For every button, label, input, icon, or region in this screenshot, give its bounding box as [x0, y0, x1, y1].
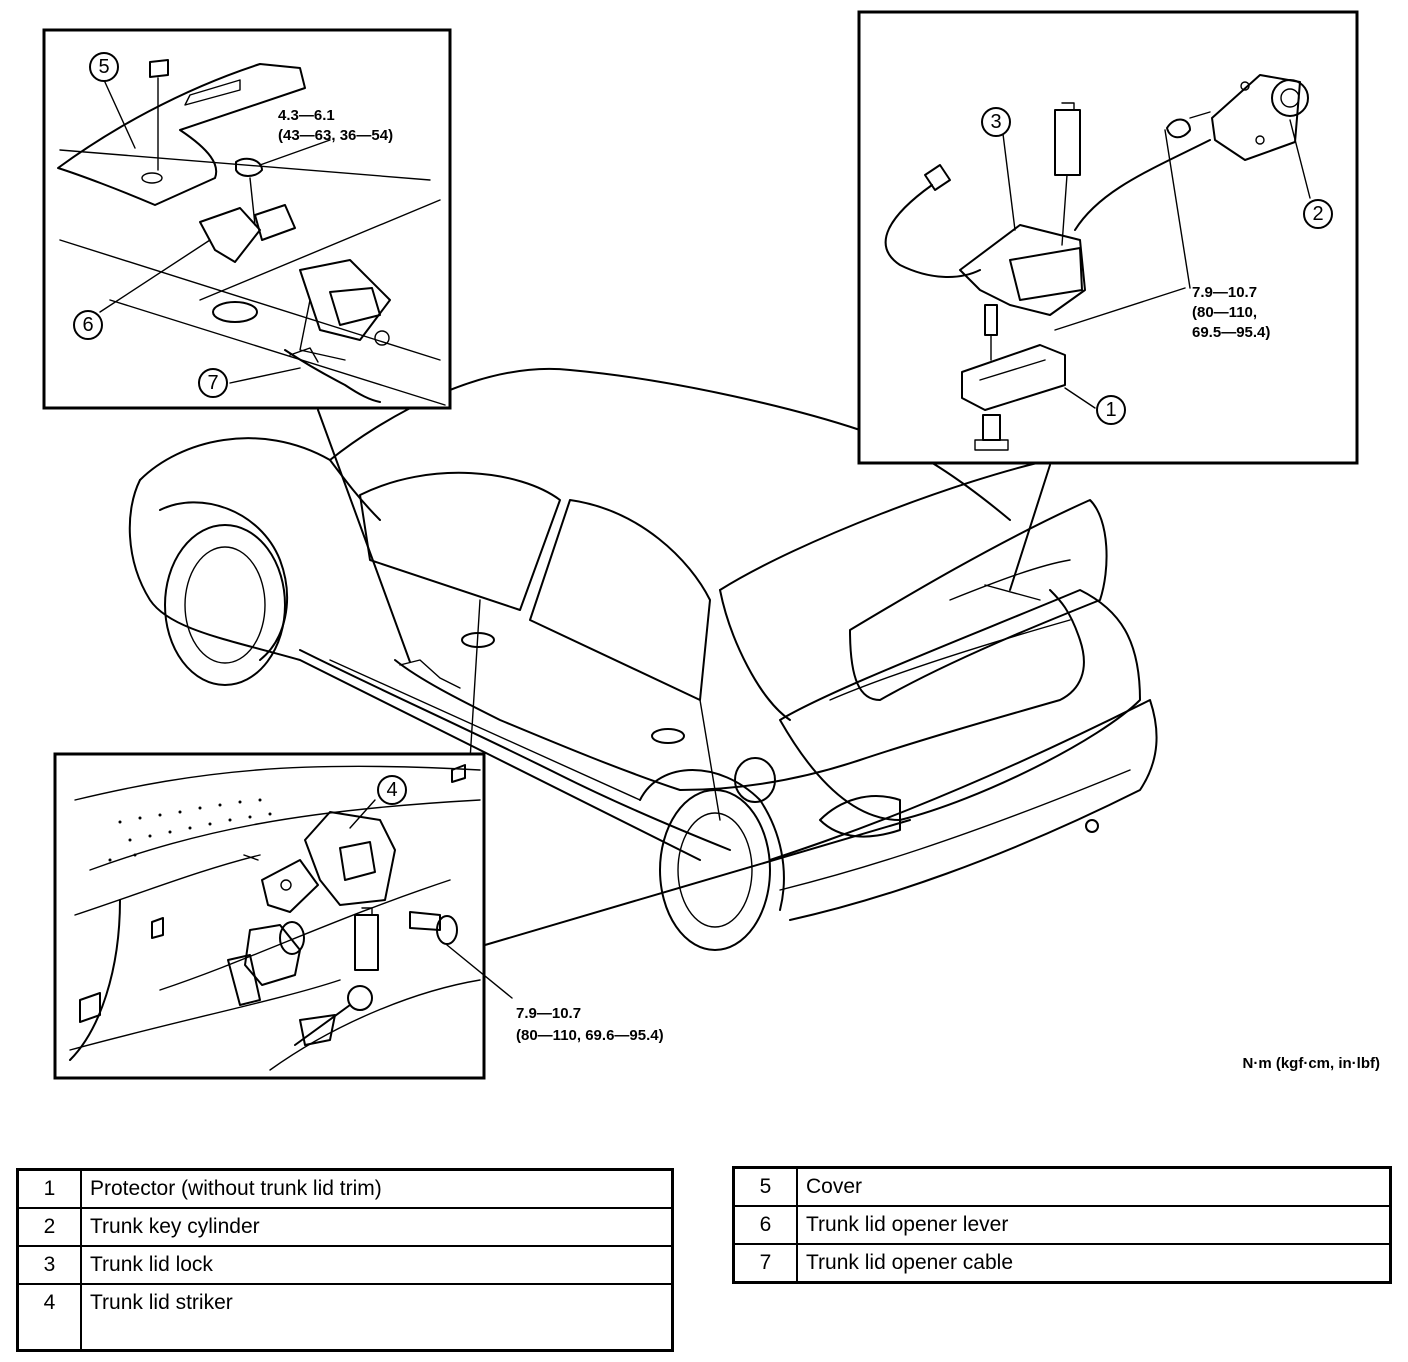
legend-num: 2: [16, 1207, 82, 1247]
legend-label: Trunk lid opener lever: [796, 1205, 1392, 1245]
legend-label: Trunk key cylinder: [80, 1207, 674, 1247]
leader-bottom-box: [484, 819, 911, 946]
inset-opener-lever: [42, 28, 452, 410]
legend-num: 3: [16, 1245, 82, 1285]
legend-num: 4: [16, 1283, 82, 1352]
legend-num: 6: [732, 1205, 798, 1245]
legend-label: Trunk lid opener cable: [796, 1243, 1392, 1284]
leader-left-box: [317, 409, 411, 663]
callout-6-label: 6: [82, 314, 93, 336]
callout-3-label: 3: [990, 111, 1001, 133]
legend-num: 7: [732, 1243, 798, 1284]
legend-row: 2 Trunk key cylinder: [16, 1207, 674, 1247]
legend-num: 1: [16, 1168, 82, 1209]
torque-lock-line3: 69.5—95.4): [1192, 324, 1270, 341]
callout-4: 4: [377, 775, 407, 805]
inset-striker: [53, 752, 513, 1080]
legend-row: 1 Protector (without trunk lid trim): [16, 1168, 674, 1209]
callout-1: 1: [1096, 395, 1126, 425]
sealer-dots: [108, 798, 272, 862]
torque-cover-bolt: 4.3—6.1 (43—63, 36—54): [278, 107, 393, 144]
callout-5-label: 5: [98, 56, 109, 78]
callout-1-label: 1: [1105, 399, 1116, 421]
legend-row: 3 Trunk lid lock: [16, 1245, 674, 1285]
legend-num: 5: [732, 1166, 798, 1207]
legend-row: 6 Trunk lid opener lever: [732, 1205, 1392, 1245]
callout-7-label: 7: [207, 372, 218, 394]
legend-label: Trunk lid lock: [80, 1245, 674, 1285]
callout-2: 2: [1303, 199, 1333, 229]
torque-striker-line2: (80—110, 69.6—95.4): [516, 1027, 664, 1044]
callout-5: 5: [89, 52, 119, 82]
callout-7: 7: [198, 368, 228, 398]
legend-row: 5 Cover: [732, 1166, 1392, 1207]
legend-row: 4 Trunk lid striker: [16, 1283, 674, 1352]
torque-lock-bolt: 7.9—10.7 (80—110, 69.5—95.4): [1192, 284, 1270, 341]
legend-row: 7 Trunk lid opener cable: [732, 1243, 1392, 1284]
car-illustration: [128, 367, 1158, 951]
callout-2-label: 2: [1312, 203, 1323, 225]
legend-table-right: 5 Cover 6 Trunk lid opener lever 7 Trunk…: [732, 1166, 1392, 1284]
callout-4-label: 4: [386, 779, 397, 801]
legend-table-left: 1 Protector (without trunk lid trim) 2 T…: [16, 1168, 674, 1352]
trunk-lid-diagram: 1 2 3 4 5 6 7 4.3—6.1 (43—63, 36—54) 7.9…: [42, 10, 1380, 1080]
callout-3: 3: [981, 107, 1011, 137]
units-label: N·m (kgf·cm, in·lbf): [1243, 1055, 1380, 1072]
torque-lock-line2: (80—110,: [1192, 304, 1257, 321]
torque-striker-line1: 7.9—10.7: [516, 1005, 581, 1022]
leader-right-box: [1009, 464, 1051, 591]
torque-cover-line2: (43—63, 36—54): [278, 127, 393, 144]
legend-label: Trunk lid striker: [80, 1283, 674, 1352]
inset-trunk-lock: [857, 10, 1359, 465]
torque-lock-line1: 7.9—10.7: [1192, 284, 1257, 301]
torque-cover-line1: 4.3—6.1: [278, 107, 335, 124]
callout-6: 6: [73, 310, 103, 340]
legend-label: Cover: [796, 1166, 1392, 1207]
legend-label: Protector (without trunk lid trim): [80, 1168, 674, 1209]
torque-striker-bolt: 7.9—10.7 (80—110, 69.6—95.4): [516, 1005, 664, 1044]
